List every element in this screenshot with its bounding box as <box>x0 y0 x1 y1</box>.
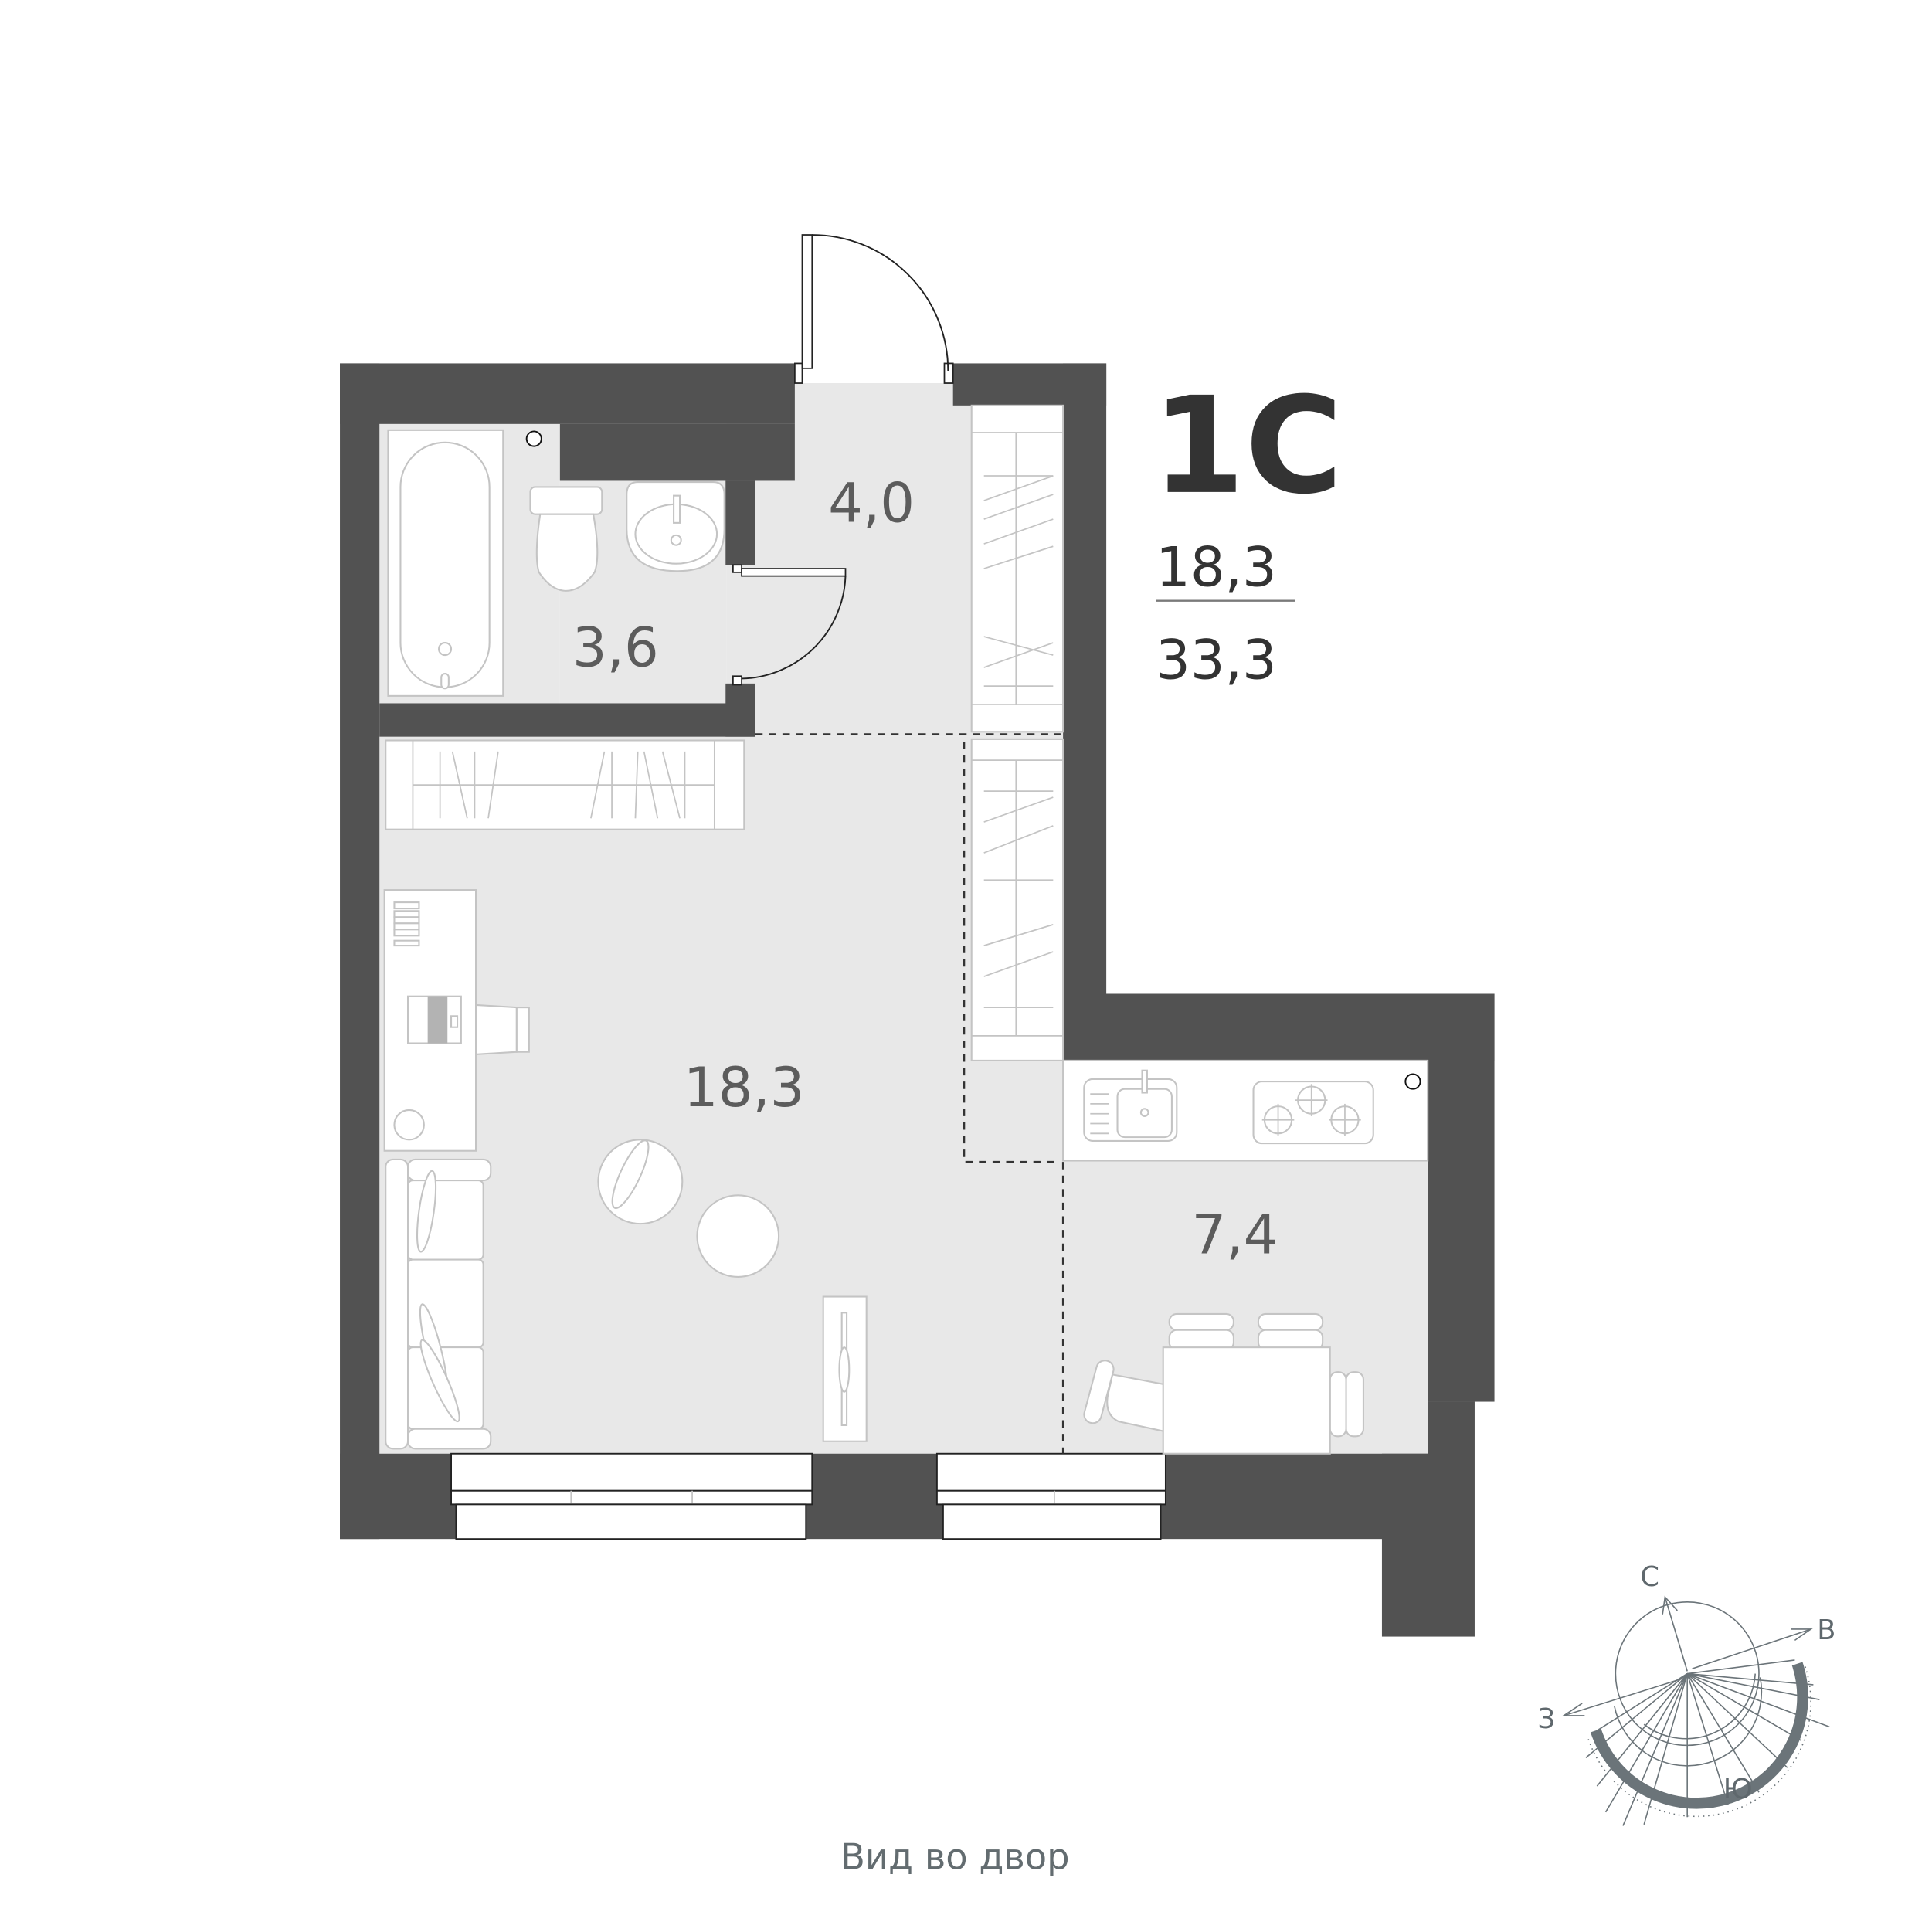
kitchen-sink <box>1083 1069 1178 1142</box>
cooktop <box>1252 1081 1374 1145</box>
entrance-door[interactable] <box>794 234 954 384</box>
bathtub <box>387 429 504 697</box>
walls <box>340 363 1495 1637</box>
washbasin <box>626 481 725 572</box>
area-label-living-room: 18,3 <box>684 1056 805 1119</box>
apartment-type: 1С <box>1152 368 1343 524</box>
view-caption: Вид во двор <box>840 1835 1070 1877</box>
armchair <box>597 1139 684 1225</box>
living-area-value: 18,3 <box>1156 535 1277 599</box>
bathroom-door[interactable] <box>732 564 847 686</box>
riser-pipe-bathroom <box>525 430 542 447</box>
compass-west-label: З <box>1538 1703 1556 1735</box>
tv-stand <box>822 1295 868 1442</box>
wardrobe-living <box>970 738 1064 1061</box>
wardrobe-living-top <box>385 739 745 830</box>
area-label-hallway: 4,0 <box>828 471 915 535</box>
sofa <box>385 1158 492 1450</box>
desk <box>383 889 477 1152</box>
riser-pipe-kitchen <box>1404 1073 1421 1090</box>
wardrobe-hallway <box>970 404 1064 733</box>
desk-chair <box>475 1003 530 1056</box>
area-label-bathroom: 3,6 <box>572 616 659 679</box>
window-living-room <box>450 1452 813 1540</box>
window-kitchen <box>935 1452 1166 1540</box>
compass-south-label: Ю <box>1723 1774 1753 1805</box>
compass-north-label: С <box>1640 1561 1659 1593</box>
area-label-kitchen: 7,4 <box>1192 1204 1278 1267</box>
zone-dividers <box>755 733 1064 1454</box>
toilet <box>529 486 603 592</box>
compass-east-label: В <box>1817 1615 1835 1646</box>
total-area-value: 33,3 <box>1156 628 1277 691</box>
coffee-table <box>696 1194 780 1278</box>
dining-set <box>1083 1312 1364 1455</box>
compass: С В З Ю <box>1538 1561 1835 1826</box>
